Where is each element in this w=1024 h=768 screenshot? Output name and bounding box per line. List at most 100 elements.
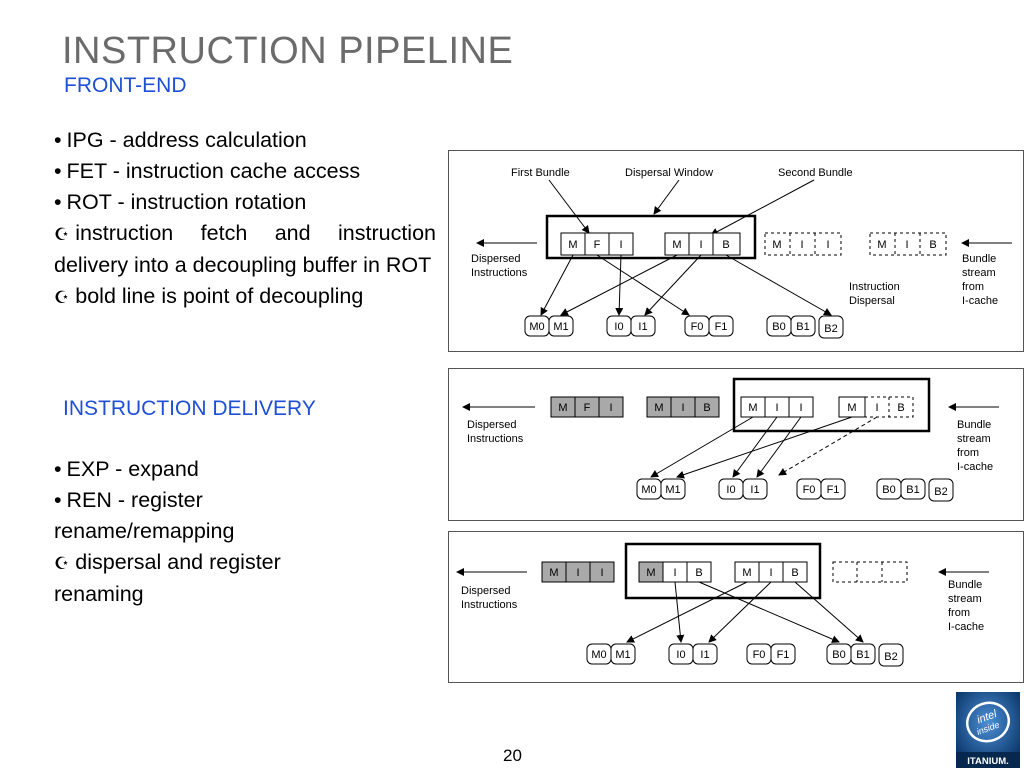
svg-text:B1: B1: [796, 321, 809, 333]
sub-bullet-dispersal: ☪dispersal and register renaming: [54, 550, 281, 606]
svg-text:from: from: [957, 447, 979, 459]
svg-text:I: I: [609, 402, 612, 414]
svg-text:I: I: [826, 239, 829, 251]
svg-text:Instructions: Instructions: [467, 433, 524, 445]
svg-text:B: B: [791, 567, 798, 579]
svg-text:I1: I1: [750, 484, 759, 496]
svg-text:Dispersed: Dispersed: [467, 419, 517, 431]
page-number: 20: [503, 746, 522, 765]
svg-text:from: from: [948, 607, 970, 619]
svg-text:B: B: [897, 402, 904, 414]
svg-text:I: I: [769, 567, 772, 579]
svg-text:Instruction: Instruction: [849, 281, 900, 293]
bundle-3-pending: M I I: [764, 232, 842, 256]
svg-text:I0: I0: [726, 484, 735, 496]
svg-text:F0: F0: [753, 649, 766, 661]
svg-text:I-cache: I-cache: [957, 461, 993, 473]
svg-text:from: from: [962, 281, 984, 293]
svg-text:M: M: [568, 239, 577, 251]
bundle-3: M I I: [740, 396, 814, 418]
svg-text:M1: M1: [615, 649, 630, 661]
svg-text:F1: F1: [827, 484, 840, 496]
svg-text:B2: B2: [824, 323, 837, 335]
bundle-4-partial: M I B: [838, 396, 914, 418]
svg-text:I-cache: I-cache: [962, 295, 998, 307]
svg-text:I: I: [875, 402, 878, 414]
svg-text:I: I: [799, 402, 802, 414]
bundle-1-dispersed: M F I: [550, 396, 624, 418]
svg-text:I: I: [800, 239, 803, 251]
intel-itanium-logo: intel inside ITANIUM.: [956, 692, 1020, 768]
svg-text:M: M: [877, 239, 886, 251]
svg-text:I: I: [673, 567, 676, 579]
svg-text:I: I: [600, 567, 603, 579]
svg-text:M: M: [558, 402, 567, 414]
bullet-ipg: •IPG - address calculation: [54, 128, 307, 152]
label-second-bundle: Second Bundle: [778, 167, 853, 179]
bundle-2: M I B: [664, 232, 741, 256]
svg-text:M1: M1: [553, 321, 568, 333]
slide-title: INSTRUCTION PIPELINE: [62, 30, 514, 72]
sub-bullet-fetch: ☪instruction fetch and instruction deliv…: [54, 221, 436, 277]
dispersal-diagram-2: Dispersed Instructions M F I M I B M I I…: [448, 368, 1024, 521]
bullet-exp: •EXP - expand: [54, 457, 199, 481]
svg-text:stream: stream: [957, 433, 991, 445]
issue-ports-3: M0 M1 I0 I1 F0 F1 B0 B1 B2: [586, 643, 904, 667]
svg-text:I: I: [681, 402, 684, 414]
svg-text:F1: F1: [715, 321, 728, 333]
issue-ports-1: M0 M1 I0 I1 F0 F1 B0 B1 B2: [524, 315, 844, 339]
svg-text:M: M: [748, 402, 757, 414]
svg-text:I: I: [699, 239, 702, 251]
bundle-1-dispersed: M I I: [541, 561, 615, 583]
svg-text:B: B: [695, 567, 702, 579]
svg-text:I1: I1: [700, 649, 709, 661]
moon-star-icon: ☪: [54, 225, 70, 244]
svg-text:Bundle: Bundle: [962, 253, 996, 265]
svg-text:Bundle: Bundle: [948, 579, 982, 591]
svg-text:I: I: [619, 239, 622, 251]
svg-text:B2: B2: [934, 486, 947, 498]
svg-text:Instructions: Instructions: [471, 267, 528, 279]
empty-bundle-slot: [832, 561, 908, 583]
bundle-2: M I B: [638, 561, 712, 583]
svg-text:M: M: [772, 239, 781, 251]
svg-text:I: I: [576, 567, 579, 579]
moon-star-icon: ☪: [54, 288, 70, 307]
svg-text:B0: B0: [882, 484, 895, 496]
dispersal-diagram-3: Dispersed Instructions M I I M I B M I B…: [448, 531, 1024, 683]
svg-text:I-cache: I-cache: [948, 621, 984, 633]
bullet-rot: •ROT - instruction rotation: [54, 190, 307, 214]
svg-text:I0: I0: [614, 321, 623, 333]
svg-text:Dispersed: Dispersed: [471, 253, 521, 265]
svg-text:I: I: [775, 402, 778, 414]
svg-text:stream: stream: [948, 593, 982, 605]
bullet-ren: •REN - register rename/remapping: [54, 488, 235, 543]
bundle-1: M F I: [560, 232, 634, 256]
svg-text:B0: B0: [772, 321, 785, 333]
svg-text:F: F: [594, 239, 601, 251]
delivery-heading: INSTRUCTION DELIVERY: [63, 397, 316, 420]
svg-text:M0: M0: [641, 484, 656, 496]
svg-text:M1: M1: [665, 484, 680, 496]
front-end-bullets: •IPG - address calculation •FET - instru…: [54, 125, 436, 313]
issue-ports-2: M0 M1 I0 I1 F0 F1 B0 B1 B2: [636, 478, 954, 502]
svg-text:F1: F1: [777, 649, 790, 661]
svg-text:F0: F0: [803, 484, 816, 496]
svg-text:M: M: [549, 567, 558, 579]
svg-text:I: I: [905, 239, 908, 251]
svg-text:B0: B0: [832, 649, 845, 661]
svg-text:M: M: [654, 402, 663, 414]
svg-text:M: M: [672, 239, 681, 251]
svg-text:Dispersal: Dispersal: [849, 295, 895, 307]
svg-text:I1: I1: [638, 321, 647, 333]
dispersal-diagram-1: First Bundle Dispersal Window Second Bun…: [448, 150, 1024, 352]
bundle-2-dispersed: M I B: [646, 396, 720, 418]
svg-text:B: B: [722, 239, 729, 251]
bundle-3: M I B: [734, 561, 808, 583]
svg-text:B: B: [703, 402, 710, 414]
svg-text:Bundle: Bundle: [957, 419, 991, 431]
moon-star-icon: ☪: [54, 554, 70, 573]
front-end-heading: FRONT-END: [64, 74, 187, 97]
svg-text:M: M: [646, 567, 655, 579]
svg-text:stream: stream: [962, 267, 996, 279]
